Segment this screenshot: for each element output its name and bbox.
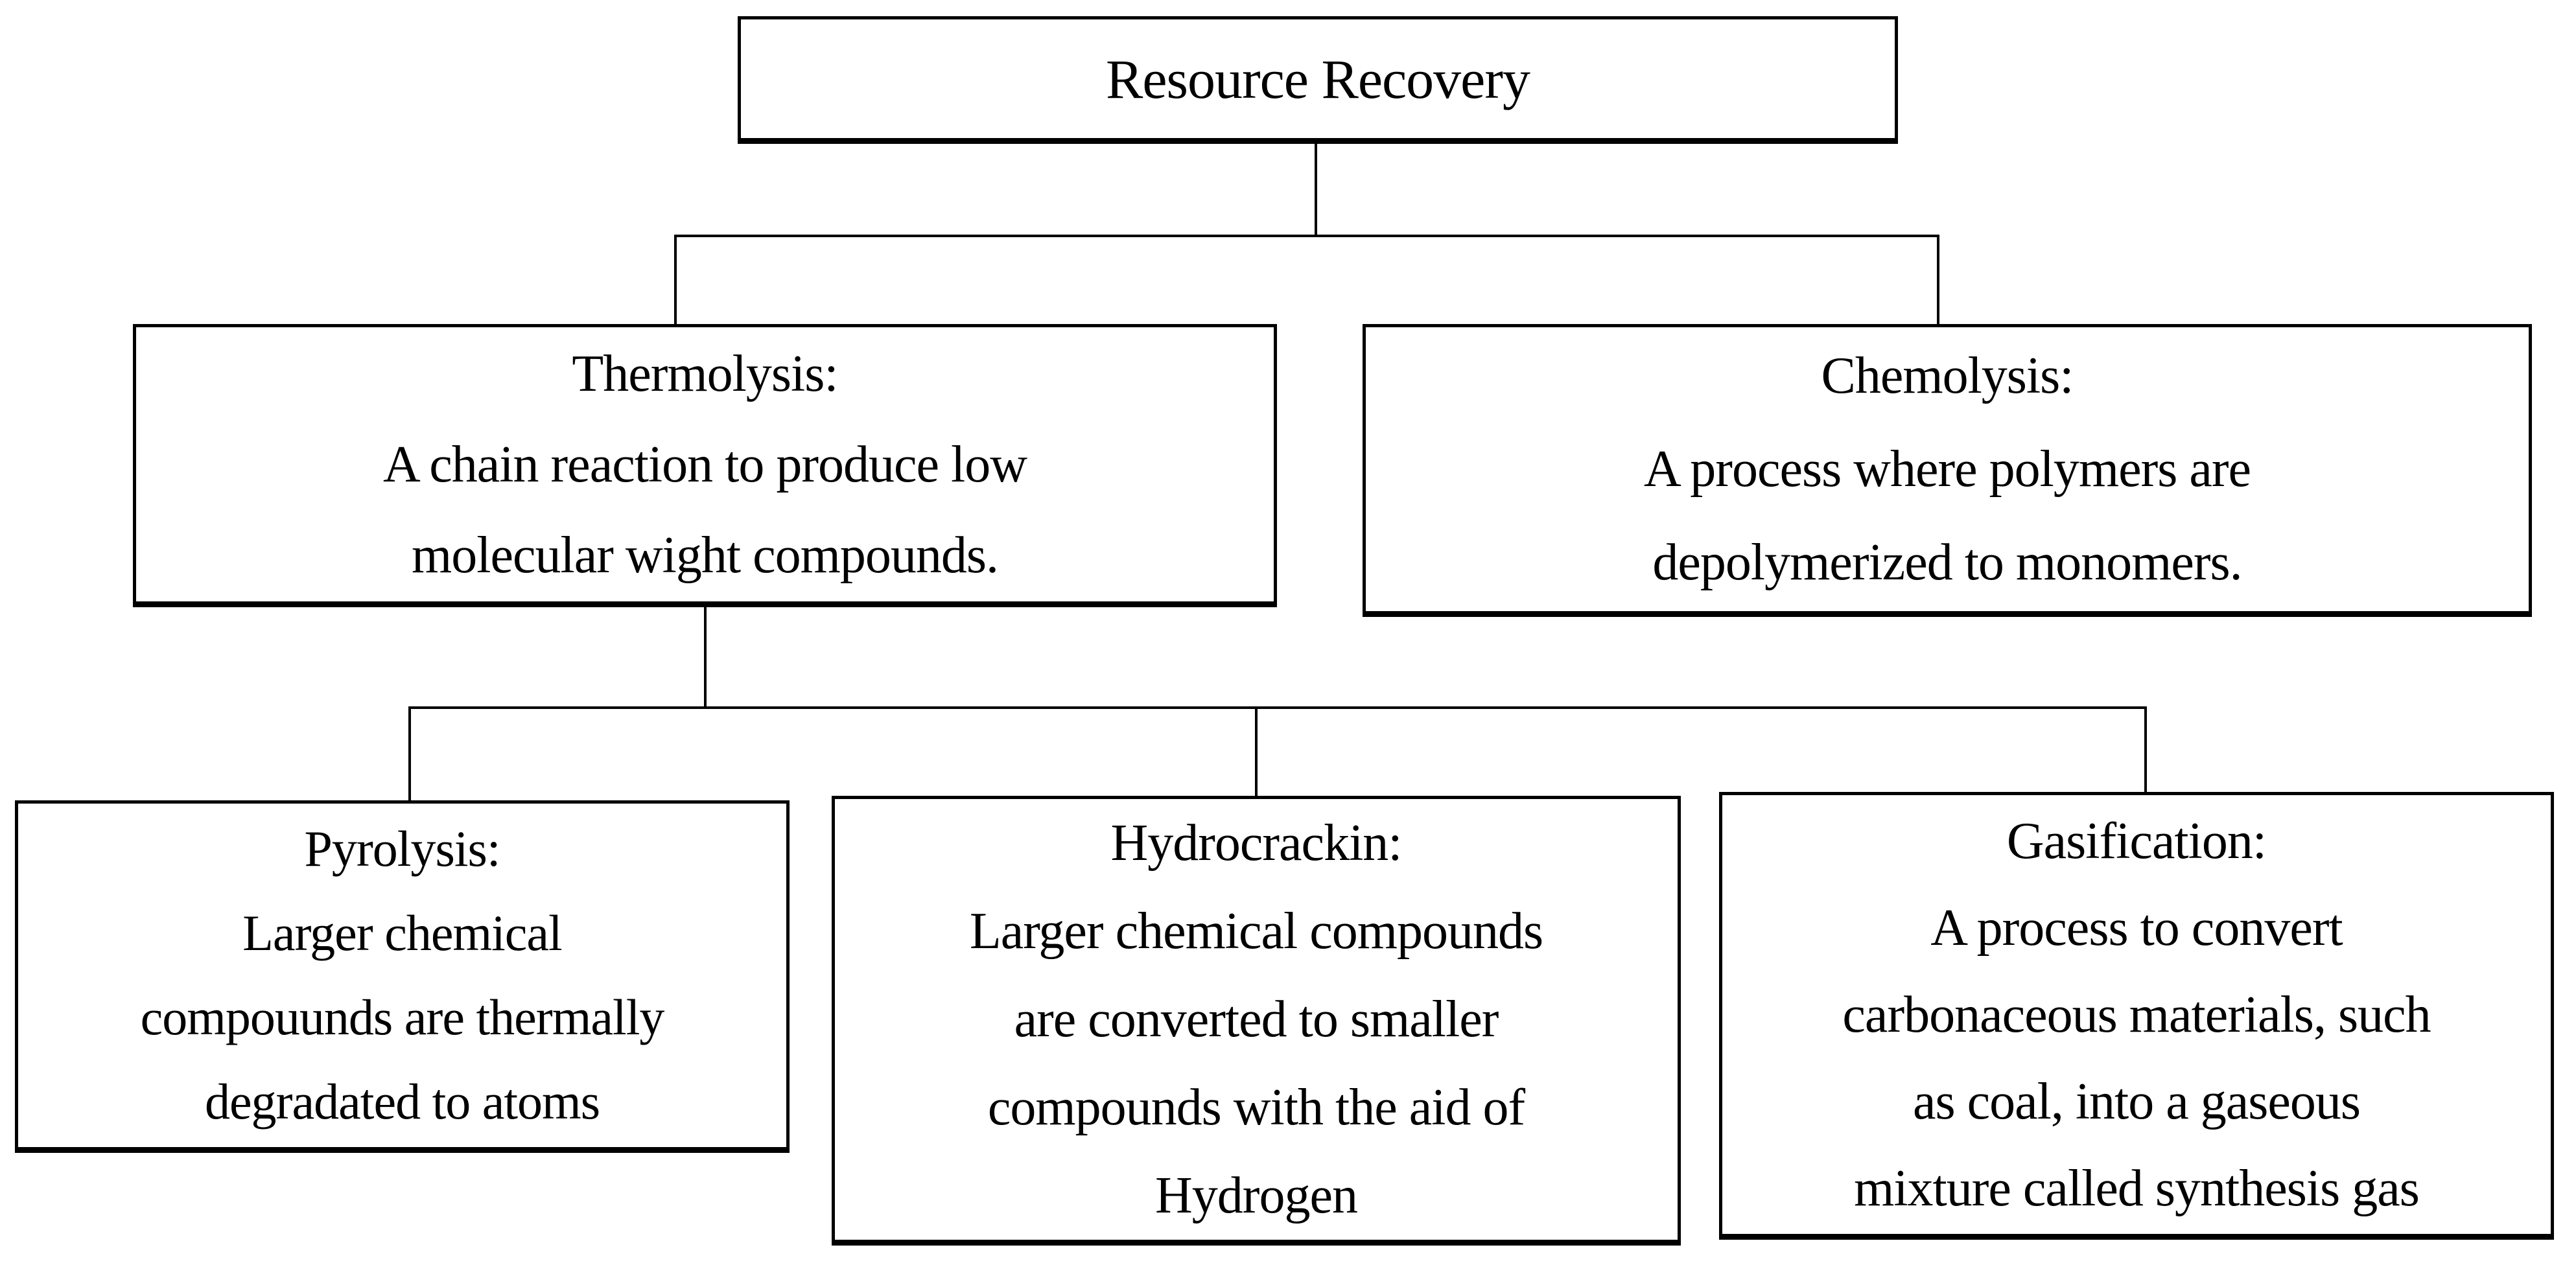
node-text-line: mixture called synthesis gas — [1854, 1159, 2420, 1217]
node-hydrocracking: Hydrocrackin: Larger chemical compounds … — [832, 796, 1681, 1246]
node-title: Chemolysis: — [1821, 347, 2074, 404]
node-text-line: compouunds are thermally — [140, 989, 665, 1045]
node-text-line: as coal, into a gaseous — [1912, 1073, 2361, 1130]
node-chemolysis: Chemolysis: A process where polymers are… — [1363, 324, 2532, 617]
node-title: Pyrolysis: — [304, 820, 500, 877]
node-text-line: A process where polymers are — [1643, 441, 2251, 498]
node-text-line: Larger chemical — [242, 905, 562, 961]
node-title: Thermolysis: — [572, 345, 838, 402]
connector-row2-horizontal — [408, 706, 2147, 709]
connector-drop-chemolysis — [1937, 235, 1939, 324]
node-text-line: carbonaceous materials, such — [1842, 986, 2431, 1043]
connector-drop-thermolysis — [674, 235, 677, 324]
connector-drop-pyrolysis — [408, 706, 411, 800]
connector-row1-horizontal — [674, 235, 1939, 237]
node-text-line: are converted to smaller — [1014, 991, 1499, 1048]
connector-drop-gasification — [2144, 706, 2147, 792]
connector-drop-hydrocracking — [1255, 706, 1258, 796]
node-text-line: molecular wight compounds. — [412, 526, 999, 584]
node-gasification: Gasification: A process to convert carbo… — [1719, 792, 2554, 1240]
node-resource-recovery: Resource Recovery — [738, 16, 1898, 144]
node-text-line: A process to convert — [1930, 899, 2343, 957]
node-text-line: A chain reaction to produce low — [382, 435, 1027, 493]
node-title: Hydrocrackin: — [1110, 815, 1402, 872]
node-text-line: depolymerized to monomers. — [1652, 534, 2242, 591]
node-pyrolysis: Pyrolysis: Larger chemical compouunds ar… — [15, 800, 790, 1153]
connector-thermolysis-stem — [704, 607, 707, 706]
node-title: Gasification: — [2006, 812, 2267, 870]
node-title: Resource Recovery — [1106, 47, 1530, 110]
node-thermolysis: Thermolysis: A chain reaction to produce… — [133, 324, 1277, 607]
node-text-line: compounds with the aid of — [987, 1079, 1525, 1136]
node-text-line: Larger chemical compounds — [969, 903, 1543, 960]
node-text-line: degradated to atoms — [204, 1073, 600, 1130]
node-text-line: Hydrogen — [1155, 1167, 1358, 1224]
connector-root-stem — [1315, 144, 1317, 235]
